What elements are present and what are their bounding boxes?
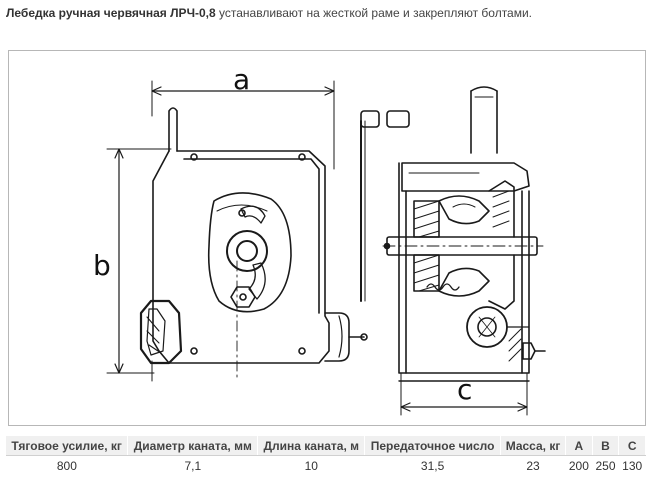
value-rope-length: 10 [304, 459, 318, 473]
dimension-a-label: a [233, 63, 250, 96]
dimension-c-label: c [457, 373, 472, 406]
intro-text: Лебедка ручная червячная ЛРЧ-0,8 устанав… [6, 5, 646, 21]
value-pulling-force: 800 [56, 459, 77, 473]
product-description: устанавливают на жесткой раме и закрепля… [219, 6, 533, 20]
header-b: B [592, 436, 620, 456]
header-a: A [565, 436, 593, 456]
header-pulling-force: Тяговое усилие, кг [6, 436, 129, 456]
side-view [360, 86, 546, 416]
header-rope-diameter: Диаметр каната, мм [127, 436, 259, 456]
specs-value-row: 800 7,1 10 31,5 23 200 250 130 [6, 456, 646, 477]
front-view [106, 80, 368, 382]
value-mass: 23 [526, 459, 540, 473]
header-gear-ratio: Передаточное число [364, 436, 501, 456]
value-c: 130 [622, 459, 643, 473]
value-a: 200 [568, 459, 589, 473]
dimension-b-label: b [93, 249, 111, 282]
value-gear-ratio: 31,5 [420, 459, 445, 473]
winch-technical-drawing: a b c [93, 63, 546, 416]
product-name: Лебедка ручная червячная ЛРЧ-0,8 [6, 6, 216, 20]
specs-table: Тяговое усилие, кг Диаметр каната, мм Дл… [6, 436, 646, 476]
header-rope-length: Длина каната, м [257, 436, 366, 456]
header-mass: Масса, кг [500, 436, 567, 456]
specs-header-row: Тяговое усилие, кг Диаметр каната, мм Дл… [6, 436, 646, 456]
value-rope-diameter: 7,1 [184, 459, 202, 473]
header-c: C [618, 436, 646, 456]
winch-drawing: a b c [8, 50, 646, 426]
value-b: 250 [595, 459, 616, 473]
